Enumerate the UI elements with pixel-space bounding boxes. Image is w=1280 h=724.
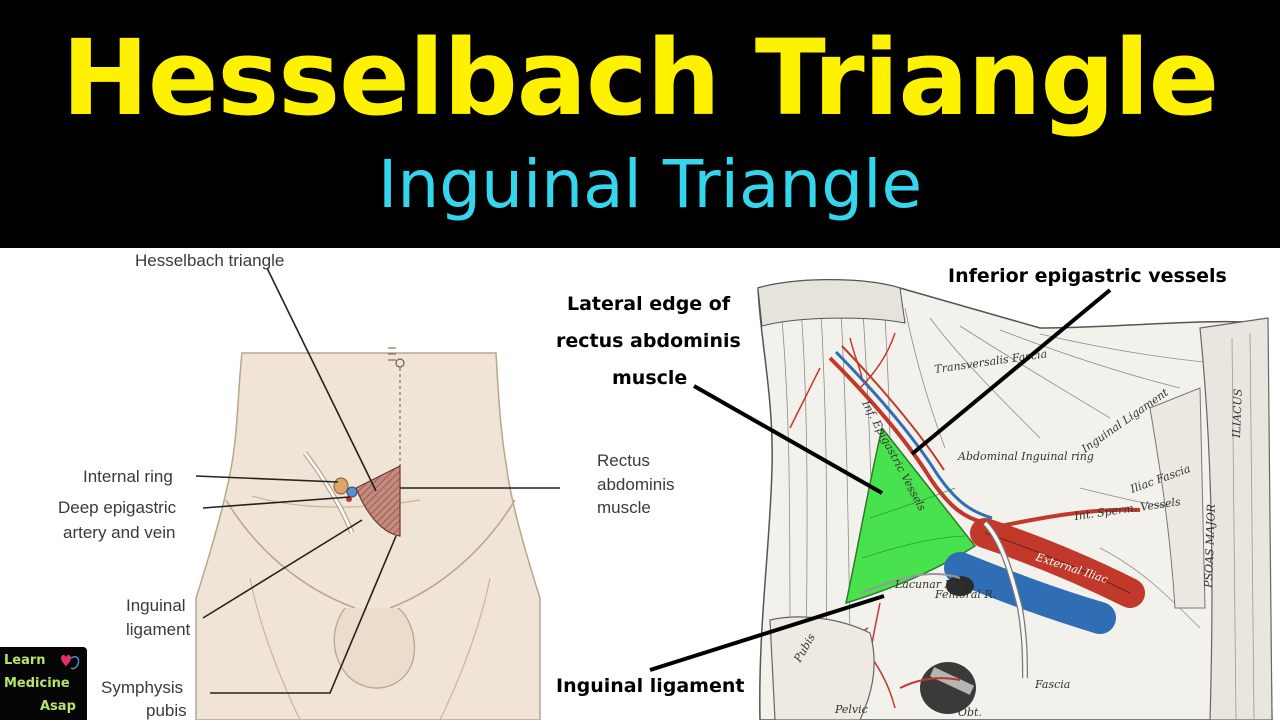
label-inguinal-2: ligament <box>126 620 191 639</box>
label-symphysis-1: Symphysis <box>101 678 183 697</box>
label-hesselbach-triangle: Hesselbach triangle <box>135 251 284 270</box>
logo-line-1: Learn <box>4 653 46 668</box>
hesselbach-triangle-shape <box>355 465 401 537</box>
engr-psoas: PSOAS MAJOR <box>1202 504 1218 589</box>
engr-femoral: Femoral R. <box>934 588 996 601</box>
engr-obt: Obt. <box>958 706 982 719</box>
label-deep-epigastric-1: Deep epigastric <box>58 498 177 517</box>
label-rectus-3: muscle <box>597 498 651 517</box>
left-diagram-panel: Hesselbach triangle Internal ring Deep e… <box>0 248 588 721</box>
label-lateral-edge-1: Lateral edge of <box>567 293 731 315</box>
label-rectus-1: Rectus <box>597 451 650 470</box>
label-inferior-epigastric-vessels: Inferior epigastric vessels <box>948 265 1227 287</box>
logo-line-2: Medicine <box>4 676 70 691</box>
title-banner: Hesselbach Triangle Inguinal Triangle <box>0 0 1280 248</box>
engr-pelvic: Pelvic <box>834 703 868 716</box>
logo-line-3: Asap <box>40 699 76 714</box>
learn-medicine-asap-logo: Learn Medicine Asap <box>0 647 87 720</box>
right-diagram-panel: Rectus abdominis muscle <box>0 248 1280 721</box>
engr-abdominal-ring: Abdominal Inguinal ring <box>957 450 1094 463</box>
label-deep-epigastric-2: artery and vein <box>63 523 175 542</box>
inguinal-region-engraving: Rectus abdominis muscle <box>556 265 1273 721</box>
engr-fascia: Fascia <box>1034 678 1070 691</box>
label-rectus-2: abdominis <box>597 475 675 494</box>
page-subtitle: Inguinal Triangle <box>377 146 923 223</box>
label-inguinal-1: Inguinal <box>126 596 186 615</box>
label-lateral-edge-3: muscle <box>612 367 687 389</box>
page-title: Hesselbach Triangle <box>61 17 1219 139</box>
engr-lacunar: Lacunar Lig. <box>894 578 966 591</box>
label-symphysis-2: pubis <box>146 701 187 720</box>
navel-marker <box>395 358 405 368</box>
external-iliac-vein <box>944 552 1116 634</box>
label-inguinal-ligament: Inguinal ligament <box>556 675 744 697</box>
label-lateral-edge-2: rectus abdominis <box>556 330 741 352</box>
heart-stethoscope-icon <box>61 655 80 670</box>
engr-iliacus: ILIACUS <box>1230 388 1245 439</box>
label-internal-ring: Internal ring <box>83 467 173 486</box>
